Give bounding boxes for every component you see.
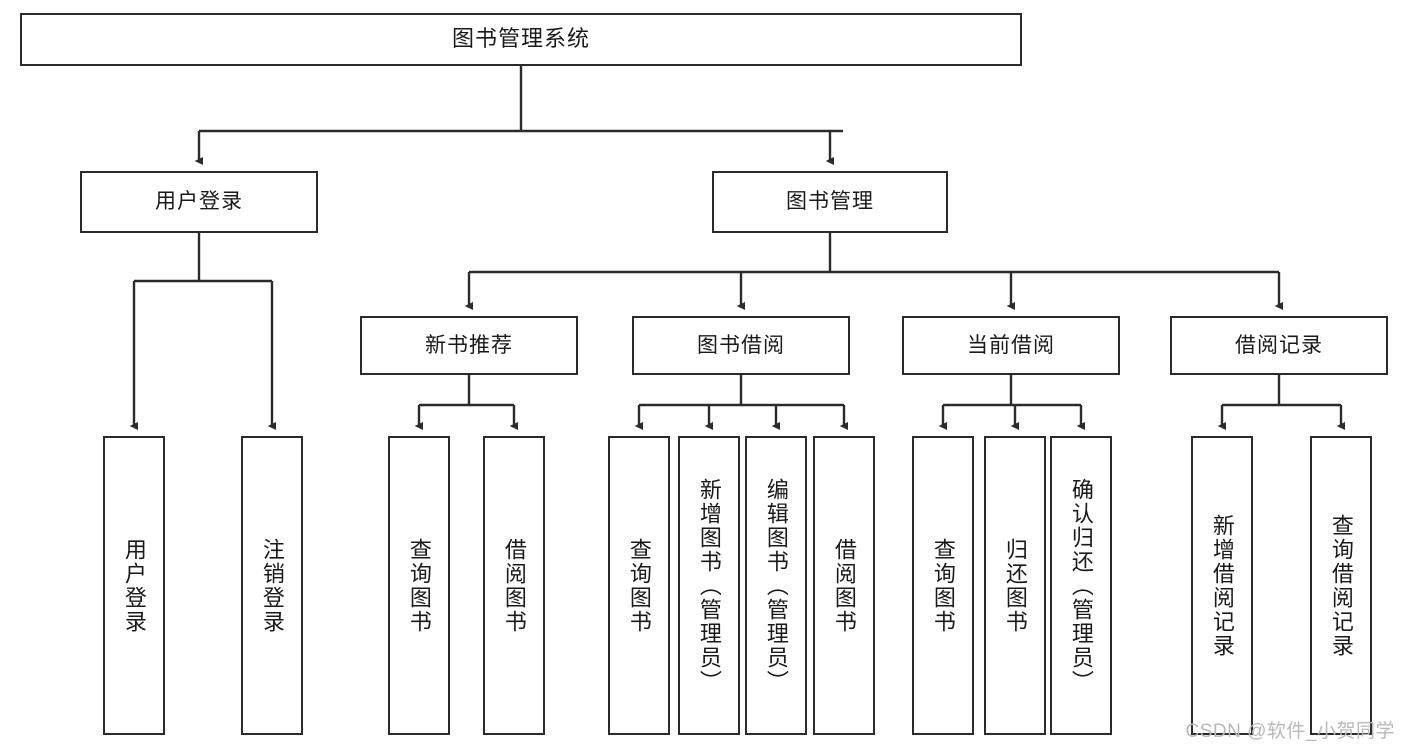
node-book-borrow-label: 图书借阅 — [697, 333, 785, 357]
leaf-edit-book-label: 编辑图书（管理员） — [763, 477, 789, 694]
leaf-borrow-book-1[interactable]: 借阅图书 — [483, 436, 545, 735]
node-book-borrow[interactable]: 图书借阅 — [632, 316, 850, 375]
leaf-query-book-3-label: 查询图书 — [930, 537, 956, 634]
leaf-user-login-label: 用户登录 — [121, 537, 147, 634]
node-current-borrow[interactable]: 当前借阅 — [902, 316, 1120, 375]
leaf-query-record-label: 查询借阅记录 — [1328, 513, 1354, 658]
node-new-book-rec-label: 新书推荐 — [425, 333, 513, 357]
leaf-borrow-book-2-label: 借阅图书 — [831, 537, 857, 634]
node-user-login-label: 用户登录 — [155, 190, 243, 214]
node-current-borrow-label: 当前借阅 — [967, 333, 1055, 357]
leaf-edit-book[interactable]: 编辑图书（管理员） — [745, 436, 807, 735]
node-book-manage-label: 图书管理 — [786, 190, 874, 214]
leaf-logout[interactable]: 注销登录 — [241, 436, 303, 735]
leaf-return-book-label: 归还图书 — [1002, 537, 1028, 634]
leaf-query-book-2[interactable]: 查询图书 — [608, 436, 670, 735]
leaf-add-record-label: 新增借阅记录 — [1209, 513, 1235, 658]
leaf-confirm-return[interactable]: 确认归还（管理员） — [1050, 436, 1112, 735]
leaf-confirm-return-label: 确认归还（管理员） — [1068, 477, 1094, 694]
leaf-query-book-3[interactable]: 查询图书 — [912, 436, 974, 735]
leaf-query-book-1[interactable]: 查询图书 — [388, 436, 450, 735]
node-root-system[interactable]: 图书管理系统 — [20, 13, 1022, 66]
leaf-query-book-2-label: 查询图书 — [626, 537, 652, 634]
node-book-manage[interactable]: 图书管理 — [712, 171, 948, 233]
leaf-borrow-book-2[interactable]: 借阅图书 — [813, 436, 875, 735]
leaf-add-book-label: 新增图书（管理员） — [696, 477, 722, 694]
leaf-add-book[interactable]: 新增图书（管理员） — [678, 436, 740, 735]
leaf-add-record[interactable]: 新增借阅记录 — [1191, 436, 1253, 735]
leaf-query-record[interactable]: 查询借阅记录 — [1310, 436, 1372, 735]
node-user-login[interactable]: 用户登录 — [80, 171, 318, 233]
leaf-logout-label: 注销登录 — [259, 537, 285, 634]
leaf-query-book-1-label: 查询图书 — [406, 537, 432, 634]
node-root-system-label: 图书管理系统 — [451, 26, 590, 52]
leaf-return-book[interactable]: 归还图书 — [984, 436, 1046, 735]
leaf-user-login[interactable]: 用户登录 — [103, 436, 165, 735]
watermark-text: CSDN @软件_小贺同学 — [1185, 721, 1395, 742]
node-borrow-record[interactable]: 借阅记录 — [1170, 316, 1388, 375]
node-borrow-record-label: 借阅记录 — [1235, 333, 1323, 357]
node-new-book-rec[interactable]: 新书推荐 — [360, 316, 578, 375]
leaf-borrow-book-1-label: 借阅图书 — [501, 537, 527, 634]
